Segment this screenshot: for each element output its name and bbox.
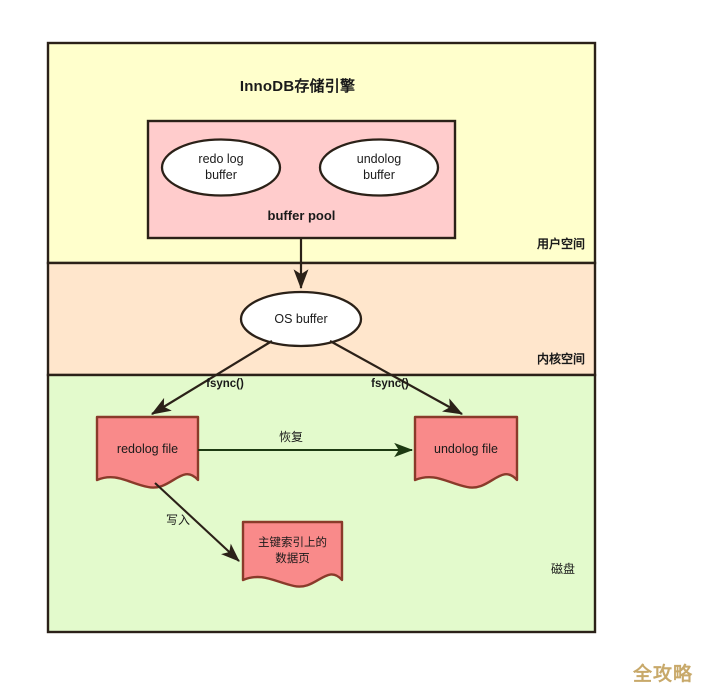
data-page-label-line2: 数据页	[275, 553, 310, 565]
undolog-file-node	[413, 415, 519, 489]
edge-osbuffer-to-redolog	[151, 340, 273, 415]
data-page-label-line1: 主键索引上的	[258, 537, 327, 549]
os-buffer-node	[239, 290, 363, 348]
zone-label-kernel-space: 内核空间	[536, 352, 585, 366]
undolog-buffer-label-line1: undolog	[356, 152, 402, 166]
redolog-file-node	[95, 415, 200, 489]
edge-label-fsync-redolog: fsync()	[206, 378, 244, 390]
zone-label-disk: 磁盘	[550, 562, 575, 576]
edge-label-fsync-undolog: fsync()	[371, 378, 409, 390]
edge-redolog-to-datapage	[154, 482, 240, 562]
edge-label-recover: 恢复	[278, 430, 303, 444]
edge-label-write: 写入	[165, 513, 190, 527]
buffer-pool-label: buffer pool	[267, 208, 336, 223]
redo-log-buffer-node	[160, 138, 282, 197]
os-buffer-label: OS buffer	[274, 312, 328, 326]
undolog-file-label: undolog file	[434, 442, 498, 456]
edge-osbuffer-to-undolog	[329, 340, 463, 415]
zone-disk	[46, 373, 597, 634]
watermark: 全攻略	[632, 664, 693, 685]
undolog-buffer-label-line2: buffer	[363, 168, 395, 182]
undolog-buffer-node	[318, 138, 440, 197]
zone-label-user-space: 用户空间	[536, 237, 585, 251]
data-page-node	[241, 520, 344, 588]
redolog-file-label: redolog file	[116, 442, 179, 456]
redo-log-buffer-label-line1: redo log	[198, 152, 244, 166]
redo-log-buffer-label-line2: buffer	[205, 168, 237, 182]
page-title: InnoDB存储引擎	[239, 78, 356, 95]
